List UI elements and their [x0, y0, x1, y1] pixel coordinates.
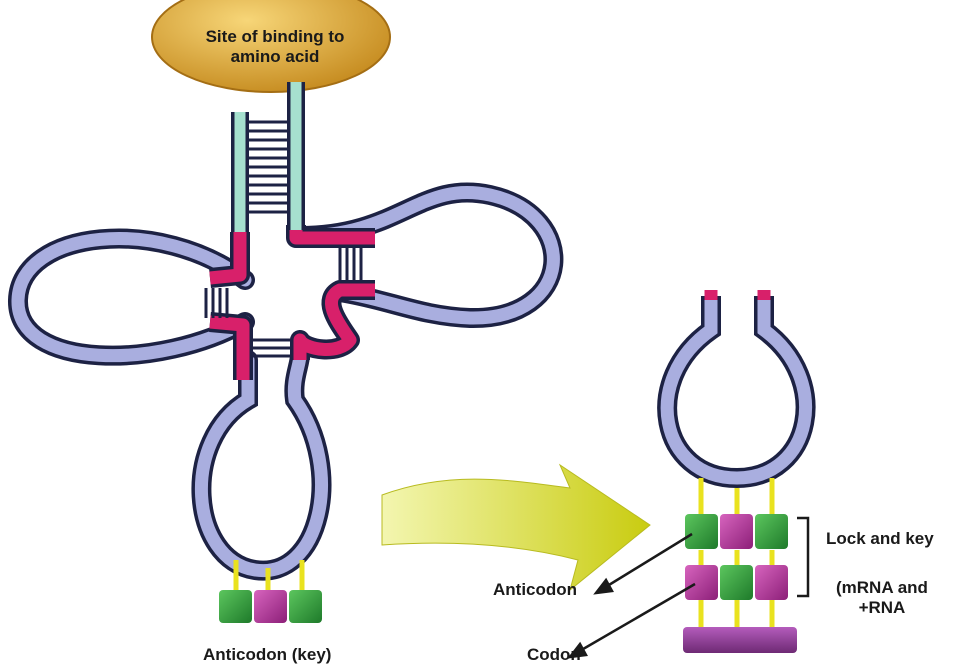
anticodon-key-label: Anticodon (key) [203, 645, 331, 665]
site-label-line1: Site of binding to [175, 27, 375, 47]
transition-arrow [382, 465, 650, 590]
anticodon-base-green-2 [755, 514, 788, 549]
lock-and-key-label: Lock and key [826, 529, 934, 549]
acceptor-stem [240, 82, 296, 232]
lock-and-key-bracket [797, 518, 808, 596]
mrna-label-line1: (mRNA and [836, 578, 928, 598]
d-loop [18, 239, 245, 356]
anticodon-base-magenta [720, 514, 753, 549]
anticodon-arm-base-pairs [252, 340, 292, 356]
codon-base-magenta-2 [755, 565, 788, 600]
anticodon-pointer-head [596, 580, 612, 593]
base-green-1 [219, 590, 252, 623]
codon-label: Codon [527, 645, 581, 665]
site-of-binding-label: Site of binding to amino acid [175, 27, 375, 66]
t-arm-base-pairs [340, 248, 361, 282]
anticodon-bases [219, 590, 322, 623]
mrna-strand-bar [683, 627, 797, 653]
base-magenta-1 [254, 590, 287, 623]
codon-base-magenta-1 [685, 565, 718, 600]
anticodon-loop [201, 355, 321, 571]
site-label-line2: amino acid [175, 47, 375, 67]
anticodon-loop-zoomed [667, 290, 805, 653]
codon-bases [685, 565, 788, 600]
anticodon-base-green-1 [685, 514, 718, 549]
mrna-label-line2: +RNA [836, 598, 928, 618]
zoomed-anticodon-bases [685, 514, 788, 549]
codon-base-green [720, 565, 753, 600]
anticodon-label: Anticodon [493, 580, 577, 600]
mrna-label: (mRNA and +RNA [836, 578, 928, 617]
base-green-2 [289, 590, 322, 623]
